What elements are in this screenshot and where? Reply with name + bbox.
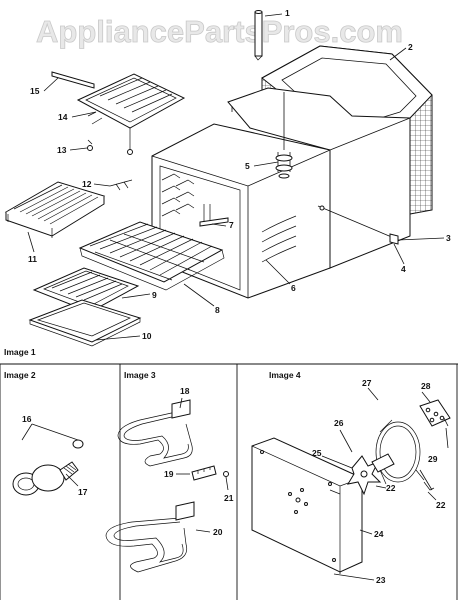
callout-19: 19 bbox=[164, 469, 174, 479]
oven-rack-11 bbox=[4, 181, 106, 238]
callout-17: 17 bbox=[78, 487, 88, 497]
callout-25: 25 bbox=[312, 448, 322, 458]
terminal-block bbox=[191, 465, 217, 481]
callout-24: 24 bbox=[374, 529, 384, 539]
rod-bracket bbox=[317, 205, 399, 245]
callout-27: 27 bbox=[362, 378, 372, 388]
callout-29: 29 bbox=[428, 454, 438, 464]
callout-18: 18 bbox=[180, 386, 190, 396]
callout-22: 22 bbox=[386, 483, 396, 493]
image-4-label: Image 4 bbox=[269, 370, 301, 380]
callout-21: 21 bbox=[224, 493, 234, 503]
oven-outer-shell bbox=[227, 87, 411, 269]
broil-element bbox=[117, 399, 193, 467]
callout-23-lower: 23 bbox=[376, 575, 386, 585]
terminal-block-28 bbox=[419, 399, 451, 427]
callout-23-upper: 22 bbox=[436, 500, 446, 510]
image-2-group: 16 17 bbox=[12, 414, 88, 497]
heating-ring bbox=[375, 419, 435, 491]
callout-20: 20 bbox=[213, 527, 223, 537]
callout-2: 2 bbox=[408, 42, 413, 52]
screw-12 bbox=[109, 179, 133, 191]
callout-12: 12 bbox=[82, 179, 92, 189]
callout-3: 3 bbox=[446, 233, 451, 243]
image-1-group bbox=[4, 10, 433, 347]
broiler-pan bbox=[28, 299, 142, 347]
watermark-logo: AppliancePartsPros.com bbox=[36, 14, 403, 49]
callout-8: 8 bbox=[215, 305, 220, 315]
drip-pan bbox=[76, 73, 186, 155]
callout-15: 15 bbox=[30, 86, 40, 96]
fan-cover-panel bbox=[251, 437, 363, 573]
callout-10: 10 bbox=[142, 331, 152, 341]
callout-11: 11 bbox=[28, 254, 37, 264]
vent-fitting bbox=[275, 92, 293, 179]
image-4-group: 27 28 29 26 25 22 22 24 23 bbox=[251, 378, 451, 585]
callout-1: 1 bbox=[285, 8, 290, 18]
oven-rack-8 bbox=[78, 221, 225, 291]
clip-15 bbox=[51, 71, 95, 89]
vent-tube bbox=[254, 10, 263, 61]
callout-16: 16 bbox=[22, 414, 32, 424]
image-1-label: Image 1 bbox=[4, 347, 36, 357]
callout-14: 14 bbox=[58, 112, 68, 122]
image-3-label: Image 3 bbox=[124, 370, 156, 380]
callout-7: 7 bbox=[229, 220, 234, 230]
callout-26: 26 bbox=[334, 418, 344, 428]
image-1-callouts: 1 2 3 4 5 6 7 8 9 10 11 12 13 14 15 bbox=[27, 8, 451, 341]
screw-13 bbox=[87, 139, 93, 151]
callout-6: 6 bbox=[291, 283, 296, 293]
image-3-group: 18 19 21 20 bbox=[105, 386, 234, 573]
fan-motor bbox=[371, 453, 395, 485]
callout-4: 4 bbox=[401, 264, 406, 274]
screw-21 bbox=[223, 471, 229, 491]
bake-element bbox=[105, 501, 195, 573]
callout-5: 5 bbox=[245, 161, 250, 171]
sub-image-frames bbox=[0, 363, 458, 600]
broiler-pan-insert bbox=[32, 267, 140, 313]
fan-blade bbox=[346, 455, 382, 496]
callout-9: 9 bbox=[152, 290, 157, 300]
callout-13: 13 bbox=[57, 145, 67, 155]
callout-28: 28 bbox=[421, 381, 431, 391]
image-2-label: Image 2 bbox=[4, 370, 36, 380]
